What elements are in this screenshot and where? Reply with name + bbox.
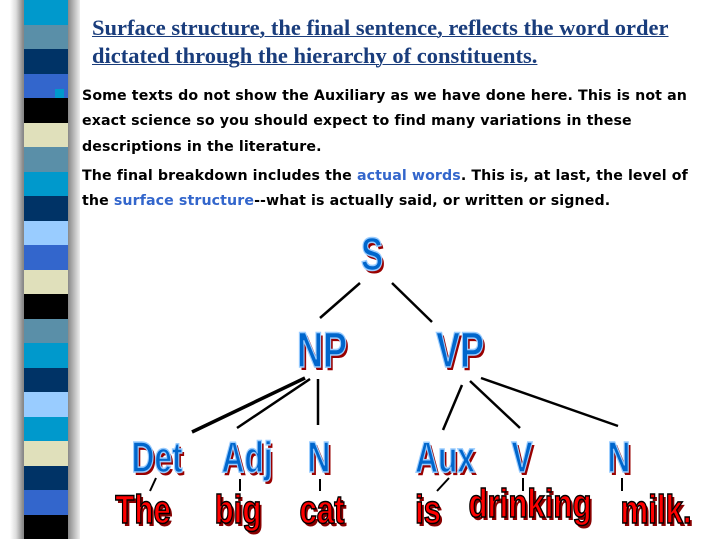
stripe	[24, 392, 68, 417]
branch-vp-v	[469, 380, 521, 429]
text: The final breakdown includes the	[82, 167, 357, 184]
text: --what is actually said, or written or s…	[254, 193, 611, 210]
word-cat: cat	[299, 488, 345, 532]
stripe	[24, 196, 68, 221]
stripe	[24, 269, 68, 294]
stripe	[24, 367, 68, 392]
stripe	[24, 98, 68, 123]
stripe	[24, 465, 68, 490]
stripe	[24, 416, 68, 441]
word-is: is	[414, 488, 442, 532]
slide-title: Surface structure, the final sentence, r…	[92, 15, 669, 68]
node-det: Det	[131, 433, 183, 482]
text: . This is, at last, the level of the	[82, 167, 688, 210]
highlight-surface-structure: surface structure	[113, 193, 255, 210]
node-aux: Aux	[415, 433, 476, 482]
stripe	[24, 490, 68, 515]
bullet-icon	[55, 89, 64, 98]
slide-body: Some texts do not show the Auxiliary as …	[82, 84, 702, 218]
stripe	[24, 0, 68, 25]
node-s: S	[360, 228, 384, 280]
branch-np-adj	[236, 377, 311, 430]
branch-s-vp	[391, 282, 433, 323]
word-drinking: drinking	[468, 482, 592, 526]
stripe	[24, 245, 68, 270]
word-the: The	[115, 488, 172, 532]
node-v: V	[511, 433, 533, 482]
branch-det-the	[149, 477, 157, 492]
stripe	[24, 318, 68, 343]
stripe	[24, 343, 68, 368]
stripe	[24, 147, 68, 172]
stripe	[24, 441, 68, 466]
stripe	[24, 171, 68, 196]
node-vp: VP	[435, 322, 485, 378]
stripe	[24, 294, 68, 319]
branch-aux-is	[436, 477, 450, 492]
branch-np-det	[191, 376, 306, 434]
stripe	[24, 122, 68, 147]
node-n: N	[307, 433, 331, 482]
node-n-object: N	[607, 433, 631, 482]
branch-vp-n	[480, 376, 619, 428]
paragraph-2: The final breakdown includes the actual …	[82, 164, 702, 215]
node-np: NP	[296, 322, 348, 378]
stripe	[24, 514, 68, 539]
stripe-bar	[24, 0, 68, 539]
paragraph-1: Some texts do not show the Auxiliary as …	[82, 88, 687, 155]
stripe	[24, 49, 68, 74]
node-adj: Adj	[221, 433, 273, 482]
highlight-actual-words: actual words	[356, 167, 461, 184]
stripe	[24, 220, 68, 245]
branch-s-np	[319, 282, 361, 319]
word-big: big	[214, 488, 262, 532]
branch-vp-aux	[441, 384, 464, 431]
stripe	[24, 24, 68, 49]
word-milk: milk.	[620, 488, 692, 532]
